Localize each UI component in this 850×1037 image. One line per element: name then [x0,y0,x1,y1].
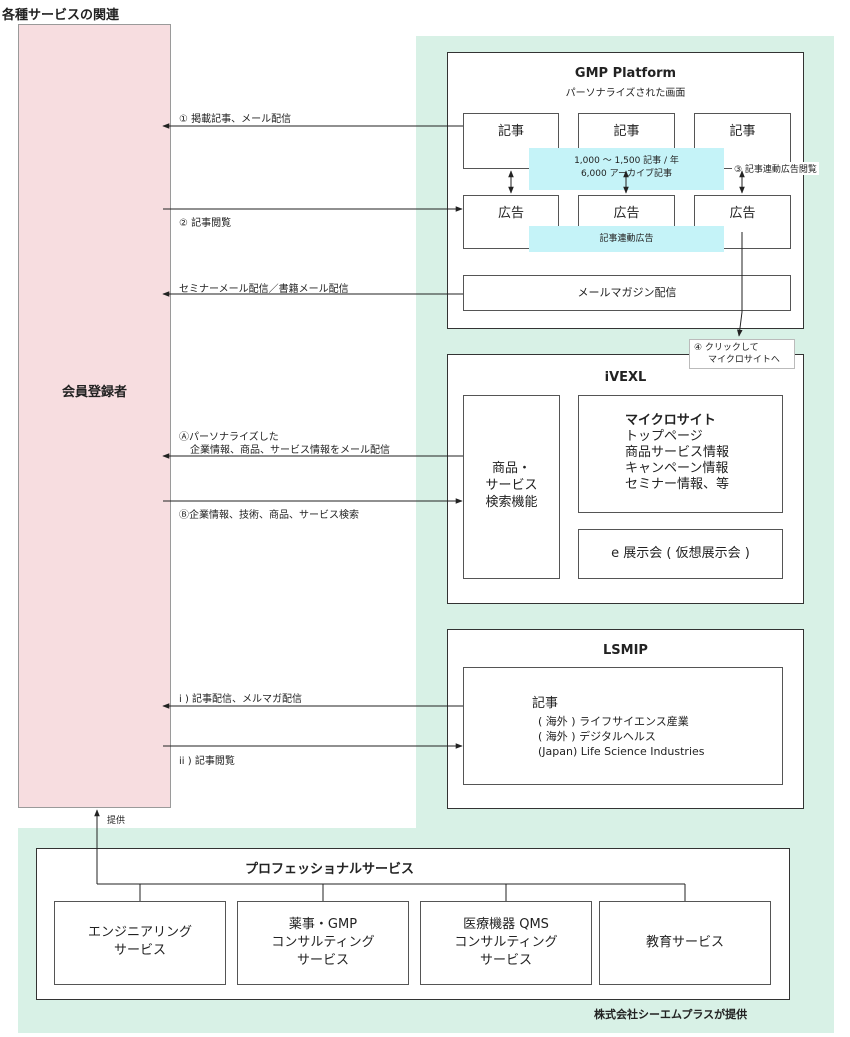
education-service-box[interactable]: 教育サービス [599,901,771,985]
click-to-microsite-note: ④ クリックして マイクロサイトへ [689,339,795,369]
e-expo-box[interactable]: e 展示会 ( 仮想展示会 ) [578,529,783,579]
article-stats-line1: 1,000 〜 1,500 記事 / 年 [574,156,679,166]
service-line: コンサルティング [454,935,558,950]
product-search-box[interactable]: 商品・ サービス 検索機能 [463,395,560,579]
flow-label-1: ① 掲載記事、メール配信 [179,114,292,125]
microsite-item: キャンペーン情報 [625,461,729,476]
flow-label-b: Ⓑ企業情報、技術、商品、サービス検索 [179,510,359,521]
flow-label-i: i ) 記事配信、メルマガ配信 [179,694,303,705]
e-expo-label: e 展示会 ( 仮想展示会 ) [611,546,750,561]
linked-ad-label: 記事連動広告 [599,234,654,244]
lsmip-article-item: ( 海外 ) ライフサイエンス産業 [538,715,689,728]
lsmip-article-item: (Japan) Life Science Industries [538,745,705,758]
lsmip-article-box[interactable]: 記事 ( 海外 ) ライフサイエンス産業 ( 海外 ) デジタルヘルス (Jap… [463,667,783,785]
article-box-label: 記事 [729,124,756,139]
service-line: 医療機器 QMS [463,917,549,932]
linked-ad-banner: 記事連動広告 [529,226,724,252]
medical-device-qms-service-box[interactable]: 医療機器 QMS コンサルティング サービス [420,901,592,985]
ad-to-microsite-arrow [737,232,743,337]
service-line: 薬事・GMP [288,917,358,932]
article-box-label: 記事 [497,124,524,139]
gmp-platform-subtitle: パーソナライズされた画面 [565,88,686,99]
ad-box-label: 広告 [613,206,640,221]
regulatory-gmp-service-box[interactable]: 薬事・GMP コンサルティング サービス [237,901,409,985]
flow-label-a-line1: Ⓐパーソナライズした [179,432,279,443]
ad-box-label: 広告 [497,206,524,221]
lsmip-article-item: ( 海外 ) デジタルヘルス [538,730,656,743]
provider-footer: 株式会社シーエムプラスが提供 [594,1008,748,1021]
product-search-line: 商品・ [491,461,531,476]
service-line: サービス [479,953,532,968]
product-search-line: サービス [485,478,538,493]
mail-magazine-label: メールマガジン配信 [577,286,677,299]
service-line: エンジニアリング [87,925,192,940]
microsite-item: セミナー情報、等 [625,477,730,492]
lsmip-article-title: 記事 [532,696,559,711]
ivexl-title: iVEXL [604,370,647,385]
page-title: 各種サービスの関連 [2,8,120,23]
ad-box-label: 広告 [729,206,756,221]
professional-services-title: プロフェッショナルサービス [245,862,415,877]
provide-label: 提供 [107,816,126,826]
microsite-box[interactable]: マイクロサイト トップページ 商品サービス情報 キャンペーン情報 セミナー情報、… [578,395,783,513]
flow-label-ii: ii ) 記事閲覧 [179,756,235,767]
engineering-service-box[interactable]: エンジニアリング サービス [54,901,226,985]
click-note-line1: ④ クリックして [694,343,759,353]
service-line: サービス [296,953,349,968]
click-note-line2: マイクロサイトへ [708,355,780,365]
linked-ad-view-note: ③ 記事連動広告閲覧 [732,162,819,175]
service-line: サービス [113,943,166,958]
product-search-line: 検索機能 [485,495,538,510]
gmp-platform-title: GMP Platform [574,66,677,81]
microsite-title: マイクロサイト [625,413,716,428]
flow-label-seminar: セミナーメール配信／書籍メール配信 [179,284,349,295]
microsite-item: トップページ [625,429,703,444]
mail-magazine-box[interactable]: メールマガジン配信 [463,275,791,311]
microsite-item: 商品サービス情報 [625,445,730,460]
lsmip-title: LSMIP [603,643,648,658]
flow-label-2: ② 記事閲覧 [179,218,232,229]
member-column: 会員登録者 [18,24,171,808]
member-label: 会員登録者 [61,385,127,400]
flow-label-a-line2: 企業情報、商品、サービス情報をメール配信 [190,445,390,456]
article-box-label: 記事 [613,124,640,139]
service-line: コンサルティング [271,935,375,950]
service-line: 教育サービス [645,935,724,950]
